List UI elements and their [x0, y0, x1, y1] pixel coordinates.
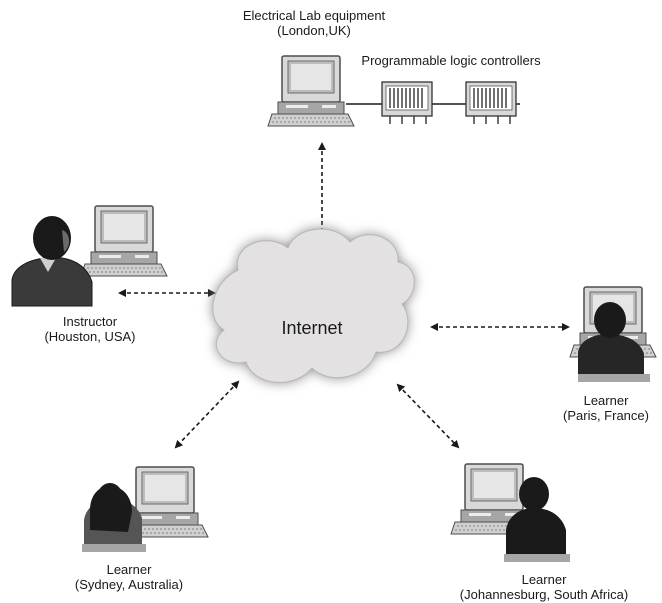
lab-label: Electrical Lab equipment (London,UK) — [216, 8, 412, 38]
lab-label-line1: Electrical Lab equipment — [242, 8, 386, 23]
johannesburg-label-line1: Learner — [521, 572, 567, 587]
plc-unit-1 — [381, 81, 433, 124]
arrow-sydney-internet — [174, 380, 240, 449]
internet-cloud — [212, 228, 415, 383]
paris-person-icon — [578, 302, 650, 382]
instructor-label-line2: (Houston, USA) — [44, 329, 136, 344]
paris-label: Learner (Paris, France) — [552, 393, 660, 423]
instructor-label: Instructor (Houston, USA) — [22, 314, 158, 344]
lab-computer — [267, 55, 355, 127]
sydney-label: Learner (Sydney, Australia) — [54, 562, 204, 592]
sydney-label-line1: Learner — [106, 562, 152, 577]
johannesburg-label: Learner (Johannesburg, South Africa) — [446, 572, 642, 602]
instructor-label-line1: Instructor — [62, 314, 118, 329]
sydney-person-icon — [82, 483, 146, 552]
johannesburg-label-line2: (Johannesburg, South Africa) — [459, 587, 629, 602]
arrow-johannesburg-internet — [396, 383, 460, 449]
sydney-label-line2: (Sydney, Australia) — [74, 577, 184, 592]
internet-label: Internet — [262, 318, 362, 338]
paris-label-line2: (Paris, France) — [563, 408, 649, 423]
arrows — [118, 142, 570, 449]
instructor-person-icon — [11, 216, 93, 307]
plc-label-text: Programmable logic controllers — [361, 53, 541, 68]
plc-unit-2 — [465, 81, 517, 124]
lab-label-line2: (London,UK) — [277, 23, 351, 38]
paris-label-line1: Learner — [583, 393, 629, 408]
internet-label-text: Internet — [281, 318, 343, 338]
instructor-computer — [80, 205, 168, 277]
johannesburg-person-icon — [504, 477, 570, 562]
plc-label: Programmable logic controllers — [346, 53, 556, 68]
